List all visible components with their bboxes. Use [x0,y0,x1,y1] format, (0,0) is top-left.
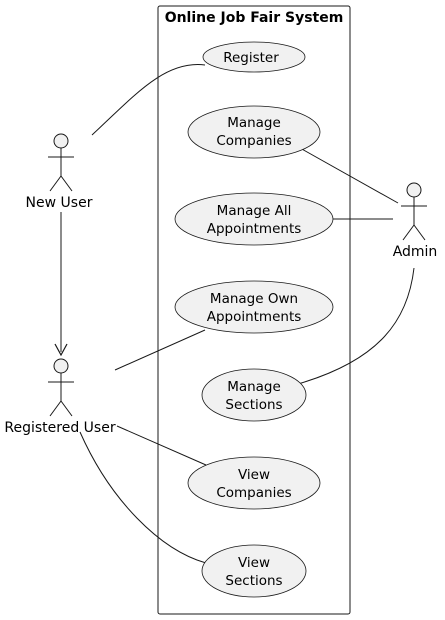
association-newuser-register [91,64,206,136]
usecase-view-sections[interactable]: View Sections [201,544,307,598]
actor-registered-user[interactable]: Registered User [4,358,116,436]
usecase-view-companies[interactable]: View Companies [187,456,321,510]
stick-figure-icon [48,133,74,192]
arrowhead-icon [54,343,68,357]
usecase-manage-all-appointments-line1: Manage All [217,203,292,219]
usecase-manage-companies-line1: Manage [227,115,281,131]
association-reguser-viewsections [79,431,207,564]
association-reguser-viewcompanies [116,425,207,466]
usecase-manage-all-appointments-line2: Appointments [207,221,302,237]
association-reguser-manageownappointments [114,329,206,371]
association-admin-managecompanies [299,147,399,204]
usecase-register[interactable]: Register [202,41,306,73]
system-boundary [157,5,351,615]
usecase-manage-sections[interactable]: Manage Sections [201,368,307,422]
system-title: Online Job Fair System [165,10,344,26]
usecase-view-sections-line2: Sections [225,573,282,589]
usecase-view-companies-line1: View [238,467,270,483]
usecase-manage-sections-line1: Manage [227,379,281,395]
usecase-view-sections-line1: View [238,555,270,571]
usecase-manage-companies-line2: Companies [216,133,291,149]
stick-figure-icon [48,358,74,417]
usecase-manage-sections-line2: Sections [225,397,282,413]
usecase-view-companies-line2: Companies [216,485,291,501]
actor-new-user-label: New User [26,195,93,211]
actor-registered-user-label: Registered User [4,420,115,436]
actor-admin[interactable]: Admin [393,182,438,260]
usecase-register-label: Register [223,50,279,66]
usecase-manage-own-appointments-line2: Appointments [207,309,302,325]
usecase-manage-companies[interactable]: Manage Companies [187,105,321,159]
usecase-manage-own-appointments-line1: Manage Own [210,291,298,307]
actor-new-user[interactable]: New User [26,133,93,211]
usecase-manage-all-appointments[interactable]: Manage All Appointments [174,192,334,246]
usecase-manage-own-appointments[interactable]: Manage Own Appointments [174,280,334,334]
association-admin-managesections [297,267,415,385]
stick-figure-icon [401,182,427,241]
actor-admin-label: Admin [393,244,438,260]
